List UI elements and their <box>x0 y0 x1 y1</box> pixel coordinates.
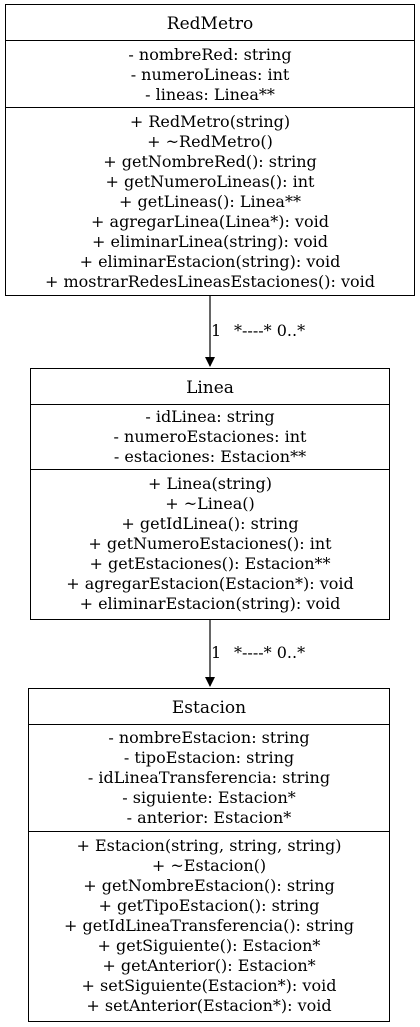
class-redmetro: RedMetro - nombreRed: string - numeroLin… <box>5 4 415 296</box>
method: + getAnterior(): Estacion* <box>102 956 316 975</box>
method: + getNumeroEstaciones(): int <box>88 534 332 553</box>
methods-section: + Estacion(string, string, string) + ~Es… <box>29 831 389 1021</box>
attribute: - lineas: Linea** <box>145 85 275 104</box>
methods-section: + Linea(string) + ~Linea() + getIdLinea(… <box>31 469 389 619</box>
method: + eliminarLinea(string): void <box>92 232 328 251</box>
method: + getTipoEstacion(): string <box>98 896 320 915</box>
attribute: - nombreRed: string <box>128 45 292 64</box>
method: + setSiguiente(Estacion*): void <box>81 976 337 995</box>
method: + agregarEstacion(Estacion*): void <box>66 574 354 593</box>
attribute: - numeroEstaciones: int <box>113 427 307 446</box>
attributes-section: - nombreRed: string - numeroLineas: int … <box>6 40 414 107</box>
method: + getLineas(): Linea** <box>119 192 301 211</box>
attribute: - anterior: Estacion* <box>126 808 292 827</box>
attribute: - tipoEstacion: string <box>123 748 295 767</box>
method: + eliminarEstacion(string): void <box>79 252 341 271</box>
attribute: - idLinea: string <box>145 407 275 426</box>
class-estacion: Estacion - nombreEstacion: string - tipo… <box>28 688 390 1022</box>
method: + getEstaciones(): Estacion** <box>89 554 331 573</box>
multiplicity-source: 1 <box>211 321 222 340</box>
association-label: *----* 0..* <box>234 321 306 340</box>
class-title: RedMetro <box>166 14 254 34</box>
method: + getIdLinea(): string <box>121 514 299 533</box>
class-title: Linea <box>186 378 234 398</box>
method: + getNumeroLineas(): int <box>105 172 315 191</box>
methods-section: + RedMetro(string) + ~RedMetro() + getNo… <box>6 107 414 295</box>
method: + ~Estacion() <box>151 856 267 875</box>
attributes-section: - nombreEstacion: string - tipoEstacion:… <box>29 724 389 831</box>
method: + setAnterior(Estacion*): void <box>86 996 332 1015</box>
association-label: *----* 0..* <box>234 643 306 662</box>
multiplicity-source: 1 <box>211 643 222 662</box>
method: + getNombreRed(): string <box>103 152 317 171</box>
attribute: - estaciones: Estacion** <box>113 447 307 466</box>
method: + Linea(string) <box>148 474 272 493</box>
method: + getSiguiente(): Estacion* <box>97 936 321 955</box>
method: + RedMetro(string) <box>129 112 291 131</box>
attribute: - siguiente: Estacion* <box>122 788 296 807</box>
method: + eliminarEstacion(string): void <box>79 594 341 613</box>
method: + Estacion(string, string, string) <box>76 836 342 855</box>
method: + mostrarRedesLineasEstaciones(): void <box>44 272 376 291</box>
attribute: - idLineaTransferencia: string <box>87 768 331 787</box>
class-linea: Linea - idLinea: string - numeroEstacion… <box>30 368 390 620</box>
attributes-section: - idLinea: string - numeroEstaciones: in… <box>31 404 389 469</box>
attribute: - nombreEstacion: string <box>108 728 310 747</box>
method: + agregarLinea(Linea*): void <box>91 212 329 231</box>
method: + getIdLineaTransferencia(): string <box>64 916 354 935</box>
method: + ~RedMetro() <box>147 132 273 151</box>
method: + getNombreEstacion(): string <box>83 876 335 895</box>
method: + ~Linea() <box>165 494 255 513</box>
attribute: - numeroLineas: int <box>130 65 290 84</box>
class-title: Estacion <box>171 698 247 718</box>
